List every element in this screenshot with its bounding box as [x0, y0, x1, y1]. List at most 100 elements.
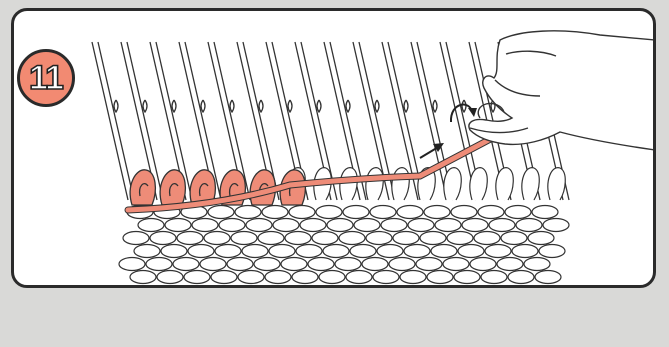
yarn-loop [130, 170, 155, 205]
stitch [242, 245, 268, 258]
stitch [458, 245, 484, 258]
stitch [354, 219, 380, 232]
stitch [219, 219, 245, 232]
stitch [481, 271, 507, 284]
stitch [397, 206, 423, 219]
knitted-fabric [119, 206, 569, 284]
needle-latch [288, 100, 292, 112]
stitch [339, 232, 365, 245]
stitch [539, 245, 565, 258]
stitch [292, 271, 318, 284]
stitch [501, 232, 527, 245]
needle-latch [259, 100, 263, 112]
stitch [177, 232, 203, 245]
stitch [215, 245, 241, 258]
stitch [235, 206, 261, 219]
stitch [296, 245, 322, 258]
stitch [335, 258, 361, 271]
stitch [211, 271, 237, 284]
stitch [192, 219, 218, 232]
stitch [420, 232, 446, 245]
stitch [157, 271, 183, 284]
stitch [424, 206, 450, 219]
stitch [285, 232, 311, 245]
needle-latch [433, 100, 437, 112]
stitch [451, 206, 477, 219]
stitch [150, 232, 176, 245]
stitch [470, 258, 496, 271]
needle-latch [114, 100, 118, 112]
stitch [300, 219, 326, 232]
stitch [408, 219, 434, 232]
stitch [416, 258, 442, 271]
needle-latch [346, 100, 350, 112]
stitch [262, 206, 288, 219]
stitch [327, 219, 353, 232]
stitch [289, 206, 315, 219]
stitch [146, 258, 172, 271]
stitch [138, 219, 164, 232]
stitch [508, 271, 534, 284]
stitch [377, 245, 403, 258]
stitch [431, 245, 457, 258]
needle-latch [230, 100, 234, 112]
stitch [535, 271, 561, 284]
stitch [485, 245, 511, 258]
stitch [227, 258, 253, 271]
needle-latch [404, 100, 408, 112]
stitch [373, 271, 399, 284]
stitch [273, 219, 299, 232]
stitch [316, 206, 342, 219]
stitch [447, 232, 473, 245]
stitch [400, 271, 426, 284]
white-loop [548, 168, 565, 200]
stitch [393, 232, 419, 245]
stitch [497, 258, 523, 271]
white-loop [496, 168, 513, 200]
stitch [350, 245, 376, 258]
hand-icon [469, 31, 655, 150]
stitch [524, 258, 550, 271]
stitch [528, 232, 554, 245]
white-loop [366, 168, 383, 200]
stitch [516, 219, 542, 232]
stitch [323, 245, 349, 258]
stitch [474, 232, 500, 245]
white-loop [522, 168, 539, 200]
stitch [362, 258, 388, 271]
yarn-loop [160, 170, 185, 205]
stitch [208, 206, 234, 219]
stitch [532, 206, 558, 219]
stitch [123, 232, 149, 245]
step-number-badge: 11 [17, 49, 75, 107]
stitch [435, 219, 461, 232]
stitch [265, 271, 291, 284]
white-loop [444, 168, 461, 200]
stitch [281, 258, 307, 271]
stitch [173, 258, 199, 271]
stitch [319, 271, 345, 284]
stitch [343, 206, 369, 219]
stitch [543, 219, 569, 232]
stitch [489, 219, 515, 232]
stitch [188, 245, 214, 258]
stitch [258, 232, 284, 245]
needle-latch [462, 100, 466, 112]
stitch [370, 206, 396, 219]
stitch [246, 219, 272, 232]
stitch [238, 271, 264, 284]
stitch [308, 258, 334, 271]
stitch [119, 258, 145, 271]
stitch [478, 206, 504, 219]
needle-latch [317, 100, 321, 112]
stitch [200, 258, 226, 271]
stitch [134, 245, 160, 258]
needle-shaft [98, 42, 134, 200]
stitch [427, 271, 453, 284]
stitch [130, 271, 156, 284]
stitch [512, 245, 538, 258]
stitch [231, 232, 257, 245]
needle [92, 42, 128, 200]
white-loop [392, 168, 409, 200]
